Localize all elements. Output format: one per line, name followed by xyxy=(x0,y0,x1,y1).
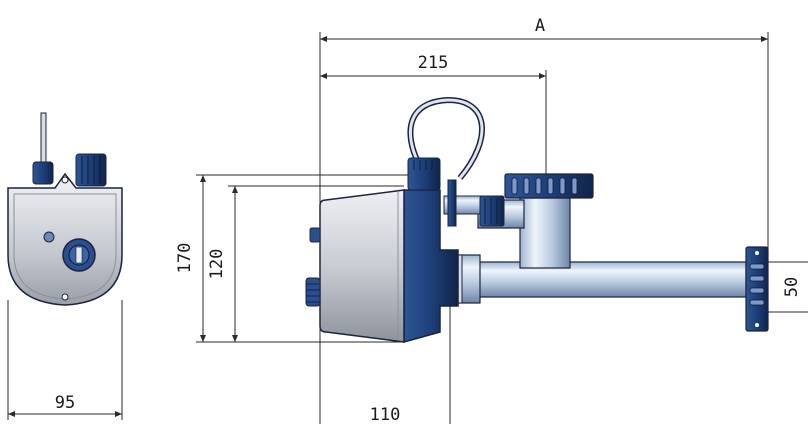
dimension-height-120: 120 xyxy=(207,249,227,280)
front-view: A 215 170 120 110 50 xyxy=(175,16,808,424)
controller-body xyxy=(319,189,405,343)
dimension-depth-110: 110 xyxy=(370,405,401,424)
indicator-light xyxy=(43,231,55,243)
outlet-pipe xyxy=(519,197,571,269)
dimension-overall-length: A xyxy=(535,16,545,36)
hanging-hole xyxy=(61,176,69,184)
side-view: 95 xyxy=(7,112,123,420)
top-cable-gland xyxy=(407,157,441,191)
dimension-height-170: 170 xyxy=(175,243,195,274)
cable-gland-large xyxy=(75,153,107,187)
controller-housing xyxy=(7,172,123,306)
probe-rod xyxy=(40,112,47,169)
heater-pipe xyxy=(473,261,747,298)
cable-gland-small xyxy=(32,161,54,185)
screw-hole xyxy=(61,293,69,301)
heater-housing xyxy=(403,189,459,343)
indicator-knob xyxy=(309,227,321,243)
dimension-width: 95 xyxy=(55,393,75,413)
valve-nut xyxy=(479,195,505,227)
dimension-flange-50: 50 xyxy=(782,277,802,297)
dimension-length-215: 215 xyxy=(418,53,449,73)
